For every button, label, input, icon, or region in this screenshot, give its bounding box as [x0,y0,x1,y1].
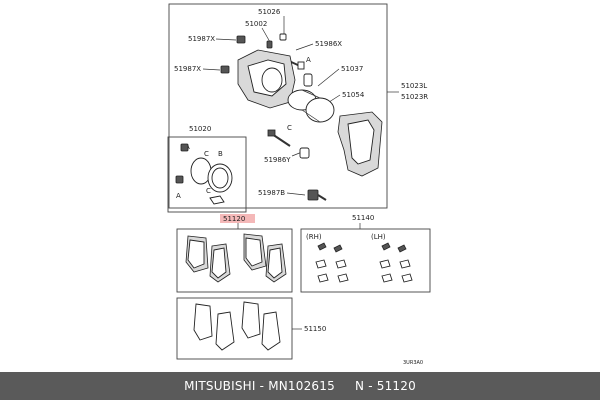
label-lh: (LH) [371,233,386,241]
brake-pad-inner-left [185,235,209,273]
bolt-part-mid [220,65,230,74]
footer-text: MITSUBISHI - MN102615 N - 51120 [184,379,416,393]
label-b2: B [218,150,223,158]
seal-kit-parts [175,143,233,205]
bleeder-screw-part [266,40,273,49]
caliper-body-part [237,49,296,109]
highlight-51120 [220,214,255,223]
brake-pad-box [176,228,293,293]
label-51020: 51020 [189,125,211,133]
brake-pad-outer-left [209,243,231,283]
label-51150: 51150 [304,325,326,333]
clip-parts-rh [315,242,349,283]
label-51986x: 51986X [315,40,342,48]
label-a1: A [306,56,311,64]
label-51120: 51120 [223,215,245,223]
label-51023r: 51023R [401,93,428,101]
parts-diagram: 51026 51002 51987X 51986X 51987X 51037 5… [167,3,431,366]
brake-pad-inner-right [243,233,267,271]
dust-boot-part [303,73,313,87]
label-51037: 51037 [341,65,363,73]
diagram-code: 3UR3A0 [403,360,423,366]
bolt-part-top [236,35,246,44]
clip-parts-lh [379,242,413,283]
bolt-part-lower [307,189,327,201]
label-51987x-mid: 51987X [174,65,201,73]
label-c2: C [204,150,209,158]
caliper-support-part [337,111,383,177]
piston-part [287,89,335,123]
label-rh: (RH) [306,233,322,241]
seal-kit-box [167,136,247,213]
label-51987x-top: 51987X [188,35,215,43]
bleeder-cap-part [279,33,287,41]
label-c1: C [287,124,292,132]
label-c3: C [206,187,211,195]
clip-kit-box [300,228,431,293]
guide-pin-lower-part [267,129,310,159]
caliper-assembly-box [168,3,388,209]
label-51987b: 51987B [258,189,285,197]
label-51002: 51002 [245,20,267,28]
shim-parts [193,301,281,351]
brake-pad-outer-right [265,243,287,283]
label-51023l: 51023L [401,82,427,90]
label-51054: 51054 [342,91,365,99]
shim-kit-box [176,297,293,360]
label-51140: 51140 [352,214,374,222]
part-number-footer: MITSUBISHI - MN102615 N - 51120 [0,372,600,400]
label-51986y: 51986Y [264,156,291,164]
label-51026: 51026 [258,8,281,16]
label-a3: A [176,192,181,200]
